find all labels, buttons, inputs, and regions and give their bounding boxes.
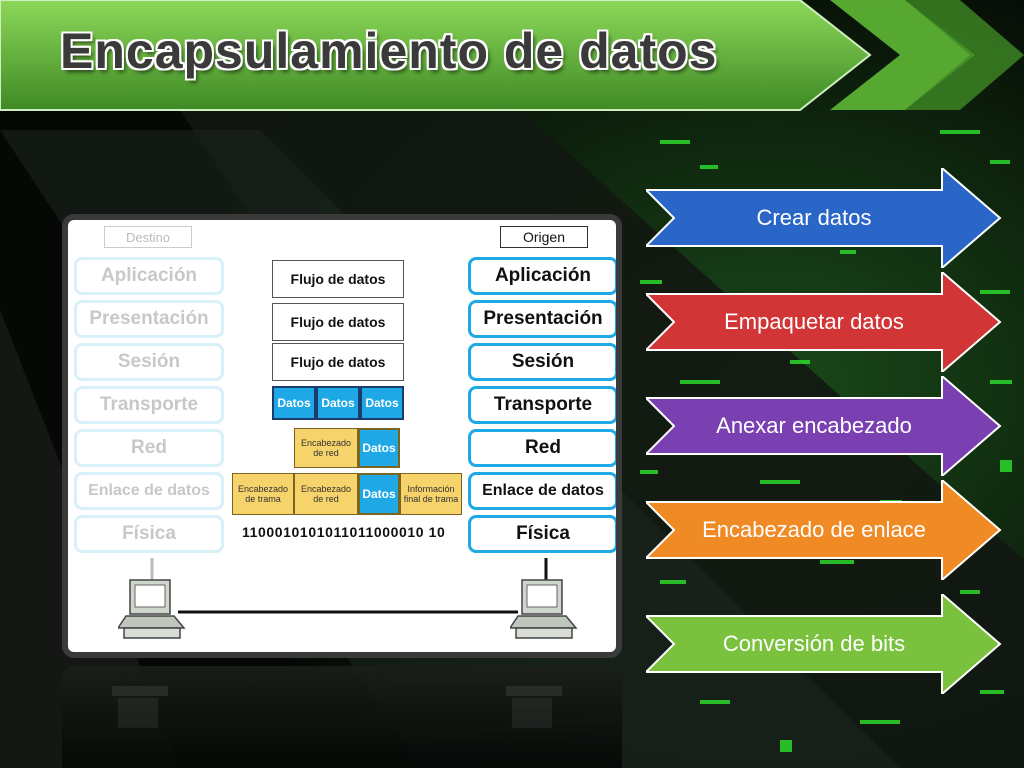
dest-layer-session: Sesión [74,343,224,381]
dest-layer-application: Aplicación [74,257,224,295]
orig-layer-session: Sesión [468,343,616,381]
orig-layer-application: Aplicación [468,257,616,295]
step-label-5: Conversión de bits [722,631,906,656]
segment-data-1: Datos [272,386,316,420]
frame-network-header: Encabezado de red [294,473,358,515]
origin-computer-icon [510,579,578,639]
bit-stream: 1100010101011011000010 10 [242,524,446,540]
step-label-4: Encabezado de enlace [702,517,926,542]
segment-data-3: Datos [360,386,404,420]
step-label-1: Crear datos [756,205,872,230]
step-label-2: Empaquetar datos [724,309,904,334]
flow-presentation: Flujo de datos [272,303,404,341]
orig-layer-transport: Transporte [468,386,616,424]
packet-data: Datos [358,428,400,468]
step-arrow-1: Crear datos [643,165,1002,271]
step-label-3: Anexar encabezado [716,413,912,438]
step-arrow-5: Conversión de bits [643,591,1002,697]
destination-computer-icon [118,579,186,639]
step-arrow-3: Anexar encabezado [643,373,1002,479]
orig-layer-physical: Física [468,515,616,553]
dest-layer-transport: Transporte [74,386,224,424]
flow-session: Flujo de datos [272,343,404,381]
frame-header: Encabezado de trama [232,473,294,515]
orig-layer-datalink: Enlace de datos [468,472,616,510]
panel-reflection [62,666,622,768]
orig-layer-presentation: Presentación [468,300,616,338]
dest-layer-physical: Física [74,515,224,553]
frame-data: Datos [358,473,400,515]
packet-network-header: Encabezado de red [294,428,358,468]
segment-data-2: Datos [316,386,360,420]
step-arrow-4: Encabezado de enlace [643,477,1002,583]
page-title: Encapsulamiento de datos [60,23,718,79]
frame-trailer: Información final de trama [400,473,462,515]
osi-diagram-panel: Destino Origen Aplicación Presentación S… [62,214,622,658]
origin-label: Origen [500,226,588,248]
network-link [150,558,548,614]
dest-layer-datalink: Enlace de datos [74,472,224,510]
destination-label: Destino [104,226,192,248]
dest-layer-network: Red [74,429,224,467]
step-arrow-2: Empaquetar datos [643,269,1002,375]
orig-layer-network: Red [468,429,616,467]
flow-application: Flujo de datos [272,260,404,298]
dest-layer-presentation: Presentación [74,300,224,338]
